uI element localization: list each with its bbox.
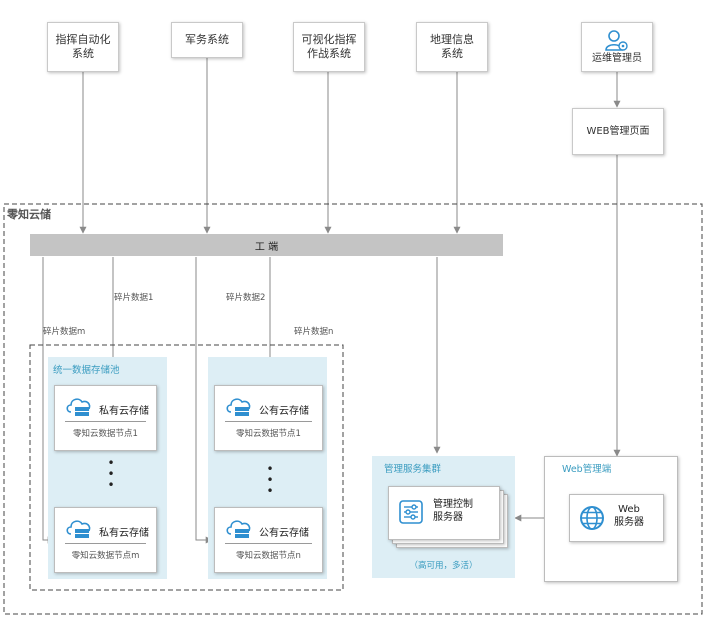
bus-label: 工 端 xyxy=(254,241,279,253)
cloud-server-icon xyxy=(226,398,251,416)
system-visual-command: 可视化指挥 作战系统 xyxy=(293,22,365,72)
cloud-server-icon xyxy=(226,520,251,538)
bus-bar: 工 端 xyxy=(30,234,503,256)
public-node-top: 公有云存储 零知云数据节点1 xyxy=(214,385,323,451)
admin-label: 运维管理员 xyxy=(592,53,642,64)
public-ellipsis: ••• xyxy=(266,462,274,498)
mgmt-cluster-note: （高可用，多活） xyxy=(409,561,478,571)
storage-pool-title: 统一数据存储池 xyxy=(53,365,120,376)
web-end-title: Web管理端 xyxy=(562,464,612,475)
edge-label-shard-2: 碎片数据2 xyxy=(226,293,266,303)
node-divider xyxy=(65,543,146,544)
mgmt-control-server: 管理控制 服务器 xyxy=(388,486,500,540)
storage-boundary xyxy=(29,344,344,591)
node-divider xyxy=(65,421,146,422)
node-subtitle: 零知云数据节点m xyxy=(71,551,140,561)
node-title: 公有云存储 xyxy=(259,528,309,539)
system-command-automation: 指挥自动化 系统 xyxy=(47,22,119,72)
edge-label-shard-n: 碎片数据n xyxy=(294,327,334,337)
web-server: Web 服务器 xyxy=(569,494,664,542)
private-ellipsis: ••• xyxy=(107,456,115,492)
system-military-affairs: 军务系统 xyxy=(171,22,243,58)
edge-shard-n xyxy=(195,257,213,544)
node-divider xyxy=(225,543,312,544)
node-title: 公有云存储 xyxy=(259,406,309,417)
edge-label-shard-m: 碎片数据m xyxy=(43,327,86,337)
user-gear-icon xyxy=(605,30,628,51)
web-server-label: Web 服务器 xyxy=(614,504,644,528)
node-subtitle: 零知云数据节点1 xyxy=(236,429,301,439)
node-title: 私有云存储 xyxy=(99,528,149,539)
private-node-top: 私有云存储 零知云数据节点1 xyxy=(54,385,157,451)
node-subtitle: 零知云数据节点n xyxy=(236,551,301,561)
edge-label-shard-1: 碎片数据1 xyxy=(114,293,154,303)
node-divider xyxy=(225,421,312,422)
cloud-server-icon xyxy=(66,520,91,538)
node-subtitle: 零知云数据节点1 xyxy=(73,429,138,439)
globe-icon xyxy=(580,506,604,530)
cloud-boundary xyxy=(3,203,703,615)
web-management-page: WEB管理页面 xyxy=(572,108,664,155)
public-node-bottom: 公有云存储 零知云数据节点n xyxy=(214,507,323,573)
private-node-bottom: 私有云存储 零知云数据节点m xyxy=(54,507,157,573)
system-geo-info: 地理信息 系统 xyxy=(416,22,488,72)
mgmt-cluster-title: 管理服务集群 xyxy=(384,464,442,475)
mgmt-server-label: 管理控制 服务器 xyxy=(433,499,473,523)
admin-box: 运维管理员 xyxy=(581,22,653,72)
cloud-title: 零知云储 xyxy=(7,208,51,221)
cloud-server-icon xyxy=(66,398,91,416)
node-title: 私有云存储 xyxy=(99,406,149,417)
sliders-icon xyxy=(399,500,423,524)
